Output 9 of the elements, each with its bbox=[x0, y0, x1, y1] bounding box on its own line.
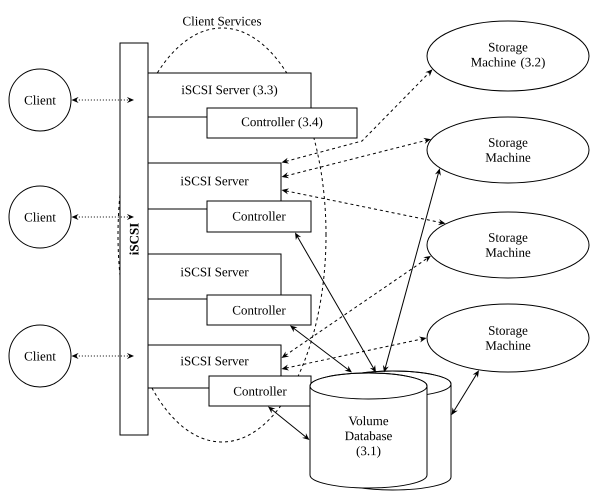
database-cylinder: Volume Database (3.1) bbox=[310, 370, 452, 490]
group-title: Client Services bbox=[183, 16, 262, 26]
server-box: iSCSI Server bbox=[148, 162, 282, 210]
server-box: iSCSI Server bbox=[148, 254, 282, 300]
controller-box: Controller bbox=[206, 200, 312, 232]
interface-bar: iSCSI bbox=[120, 42, 148, 436]
controller-box: Controller (3.4) bbox=[206, 108, 358, 138]
controller-box: Controller bbox=[208, 376, 312, 406]
controller-box: Controller bbox=[206, 294, 312, 326]
